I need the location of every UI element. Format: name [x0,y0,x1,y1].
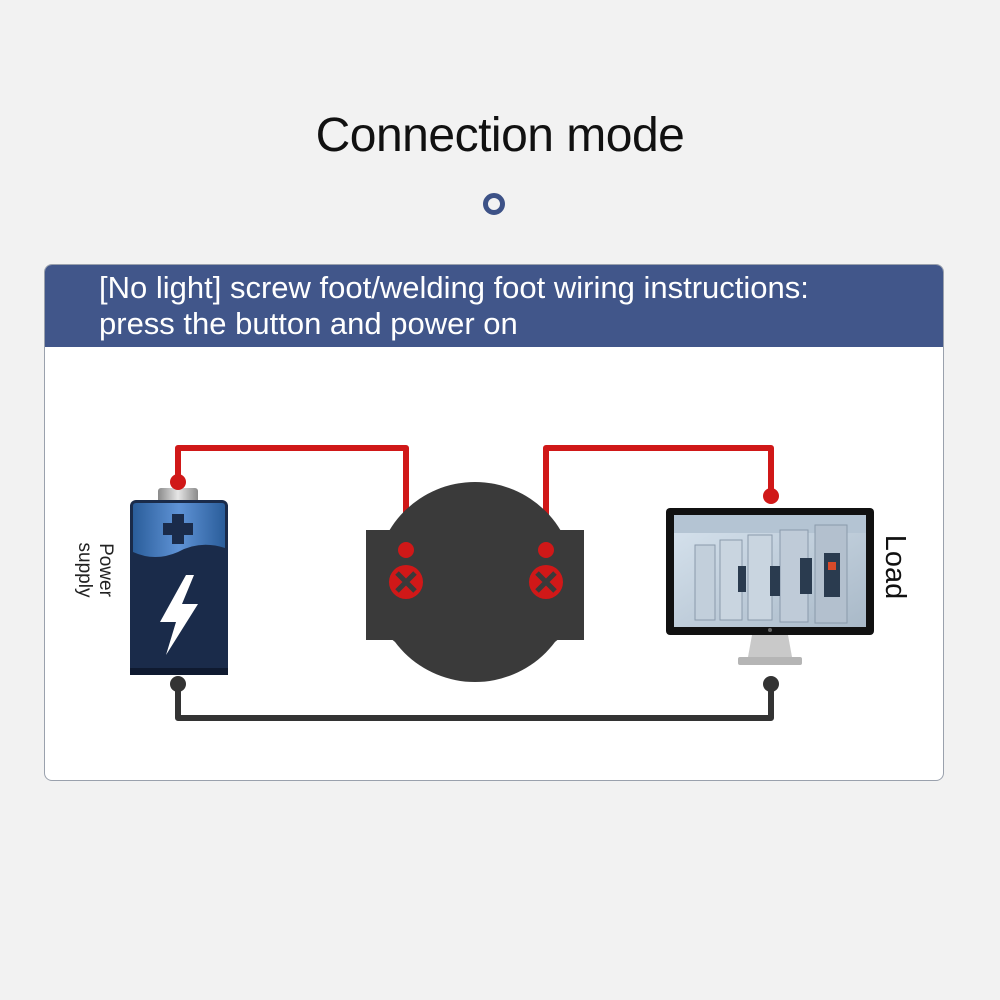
switch-right-terminal [538,542,554,558]
switch-left-terminal [398,542,414,558]
power-supply-label: Power supply [74,530,116,610]
battery-positive-terminal [170,474,186,490]
battery-negative-terminal [170,676,186,692]
power-supply-label-line-1: Power [95,543,116,597]
load-positive-terminal [763,488,779,504]
title-ring-icon [483,193,505,215]
page-title: Connection mode [315,109,685,162]
battery-icon [130,488,228,675]
load-negative-terminal [763,676,779,692]
monitor-icon [666,508,874,665]
push-button-switch-icon [366,482,584,682]
panel-header: [No light] screw foot/welding foot wirin… [45,265,943,347]
negative-wire [175,684,774,721]
positive-wire-battery [175,445,409,550]
header-line-1: [No light] screw foot/welding foot wirin… [99,270,809,305]
lightning-icon [160,575,198,655]
header-line-2: press the button and power on [99,306,518,341]
load-label: Load [879,534,911,600]
power-supply-label-line-2: supply [74,542,95,598]
positive-wire-load [543,445,774,550]
